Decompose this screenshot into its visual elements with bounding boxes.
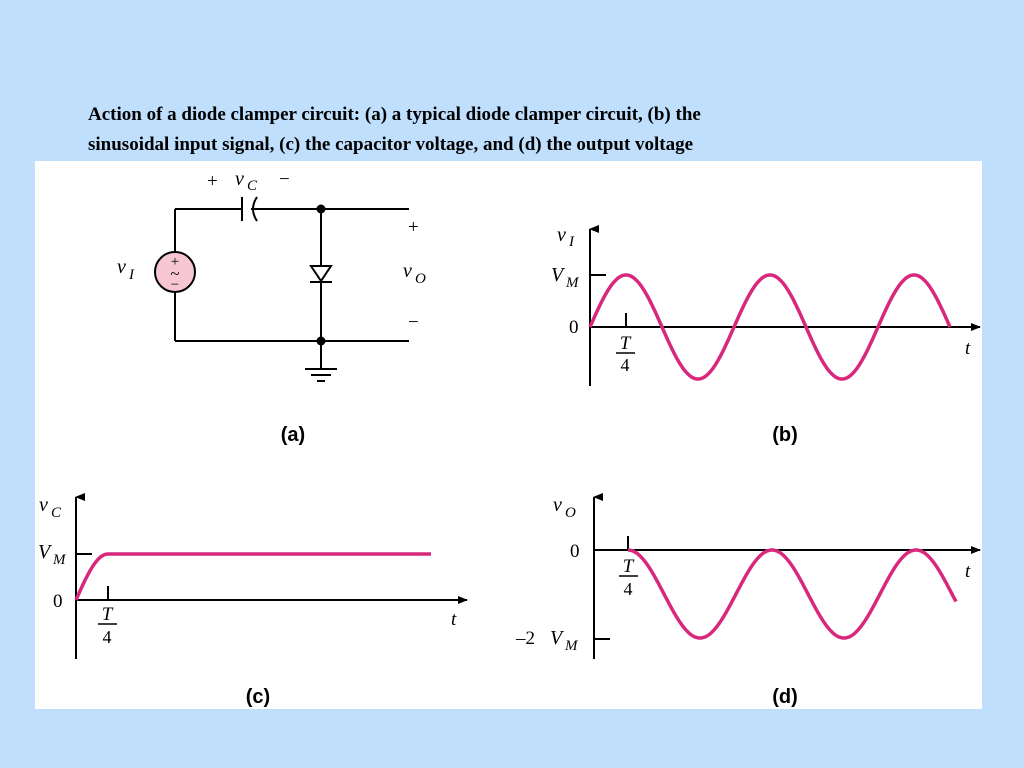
vi-var: v <box>117 256 126 278</box>
ac-source-icon <box>154 251 196 293</box>
source-tilde: ~ <box>170 264 179 283</box>
vc-plus: + <box>207 171 218 192</box>
b-t-num: T <box>620 333 632 354</box>
figure-panel: + ~ − + v C − v I + v O − (a) v I V M 0 … <box>35 161 982 709</box>
b-xlabel: t <box>965 338 971 359</box>
d-vm-sub: M <box>564 638 579 654</box>
vo-var: v <box>403 260 412 282</box>
c-zero: 0 <box>53 591 63 612</box>
c-vm-var: V <box>38 541 53 563</box>
c-vm-sub: M <box>52 552 67 568</box>
b-zero: 0 <box>569 317 579 338</box>
caption-line-1: Action of a diode clamper circuit: (a) a… <box>88 104 701 125</box>
panel-a-circuit <box>174 196 409 369</box>
caption-line-2: sinusoidal input signal, (c) the capacit… <box>88 134 694 155</box>
b-vm-sub: M <box>565 275 580 291</box>
figure-svg: + ~ − + v C − v I + v O − (a) v I V M 0 … <box>38 168 981 708</box>
d-ylabel-sub: O <box>565 505 576 521</box>
vi-sub: I <box>128 267 135 283</box>
d-output-sine <box>628 548 958 640</box>
junction-bottom <box>316 336 326 346</box>
d-xlabel: t <box>965 561 971 582</box>
ground-icon <box>305 368 337 382</box>
c-ylabel-sub: C <box>51 505 62 521</box>
b-ylabel-var: v <box>557 224 566 246</box>
vc-sub: C <box>247 178 258 194</box>
c-capacitor-voltage-curve <box>74 552 431 601</box>
source-plus: + <box>171 254 179 270</box>
d-t-num: T <box>623 556 635 577</box>
d-zero: 0 <box>570 541 580 562</box>
b-ylabel-sub: I <box>568 234 575 250</box>
b-vm-var: V <box>551 264 566 286</box>
panel-c-label: (c) <box>246 686 270 708</box>
diode-triangle <box>309 265 333 283</box>
source-minus: − <box>171 277 179 293</box>
c-t-num: T <box>102 604 114 625</box>
vo-sub: O <box>415 271 426 287</box>
d-neg-prefix: –2 <box>515 628 535 649</box>
panel-a-label: (a) <box>281 424 305 446</box>
panel-b-label: (b) <box>772 424 798 446</box>
figure-caption: Action of a diode clamper circuit: (a) a… <box>88 100 948 160</box>
vo-plus: + <box>408 217 419 238</box>
c-t-den: 4 <box>103 627 112 647</box>
c-ylabel-var: v <box>39 494 48 516</box>
d-t-den: 4 <box>624 579 633 599</box>
junction-top <box>316 204 326 214</box>
d-vm-var: V <box>550 627 565 649</box>
b-input-sine <box>588 273 952 381</box>
c-xlabel: t <box>451 609 457 630</box>
vc-var: v <box>235 168 244 190</box>
panel-d-label: (d) <box>772 686 798 708</box>
d-ylabel-var: v <box>553 494 562 516</box>
vc-minus: − <box>279 169 290 190</box>
vo-minus: − <box>408 312 419 333</box>
b-t-den: 4 <box>621 355 630 375</box>
